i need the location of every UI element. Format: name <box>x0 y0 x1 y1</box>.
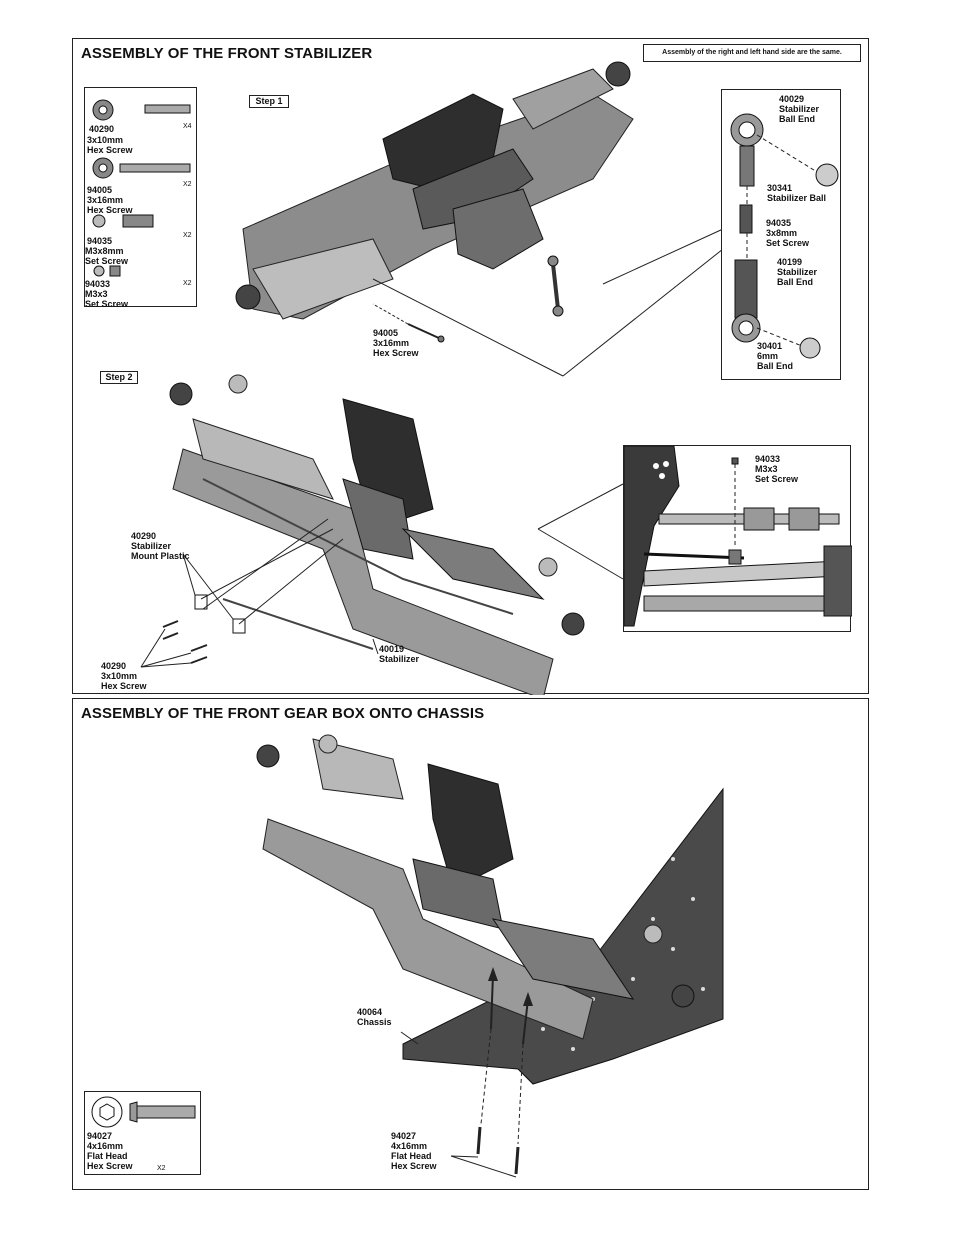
section-title: ASSEMBLY OF THE FRONT GEAR BOX ONTO CHAS… <box>81 705 485 722</box>
part-code: 94035 <box>87 236 113 246</box>
part-qty: X2 <box>183 280 192 287</box>
step2-gearbox-drawing <box>169 374 585 695</box>
part-code: 40290 <box>89 124 115 134</box>
callout-30401: 30401 6mm Ball End <box>757 341 794 371</box>
part-desc: M3x3 Set Screw <box>85 289 129 309</box>
front-stabilizer-illustration <box>140 61 724 695</box>
step1-gearbox-drawing <box>235 61 634 320</box>
part-code: 94005 <box>87 185 113 195</box>
assembly-note: Assembly of the right and left hand side… <box>643 44 861 62</box>
part-qty: X2 <box>183 181 192 188</box>
part-qty: X2 <box>183 232 192 239</box>
parts-box: 94027 4x16mm Flat Head Hex Screw X2 <box>84 1091 201 1175</box>
part-qty: X4 <box>183 123 192 130</box>
ball-end-detail-box: 40029 Stabilizer Ball End 30341 Stabiliz… <box>721 89 841 380</box>
step1-link-drawing <box>547 255 564 317</box>
callout-40029: 40029 Stabilizer Ball End <box>779 94 820 124</box>
gearbox-chassis-panel: ASSEMBLY OF THE FRONT GEAR BOX ONTO CHAS… <box>72 698 869 1190</box>
callout-94035: 94035 3x8mm Set Screw <box>766 218 810 248</box>
parts-box: 40290 3x10mm Hex Screw X4 94005 3x16mm H… <box>84 87 197 309</box>
parts-icons <box>92 99 191 277</box>
ball-end-detail-drawing <box>730 113 839 359</box>
part-desc: M3x8mm Set Screw <box>85 246 129 266</box>
front-stabilizer-panel: ASSEMBLY OF THE FRONT STABILIZER Assembl… <box>72 38 869 695</box>
step2-label: Step 2 <box>100 371 138 384</box>
part-desc: 3x10mm Hex Screw <box>87 135 133 155</box>
callout-40199: 40199 Stabilizer Ball End <box>777 257 818 287</box>
callout-94005: 94005 3x16mm Hex Screw <box>373 328 419 358</box>
callout-40290-screw: 40290 3x10mm Hex Screw <box>101 661 147 691</box>
part-code: 94033 <box>85 279 111 289</box>
callout-40290-mount: 40290 Stabilizer Mount Plastic <box>131 531 190 561</box>
part-desc: 3x16mm Hex Screw <box>87 195 133 215</box>
callout-30341: 30341 Stabilizer Ball <box>767 183 827 203</box>
part-desc: 4x16mm Flat Head Hex Screw <box>87 1141 133 1171</box>
part-code: 94027 <box>87 1131 113 1141</box>
callout-40019: 40019 Stabilizer <box>379 644 420 664</box>
part-qty: X2 <box>157 1165 166 1172</box>
set-screw-detail-box: 94033 M3x3 Set Screw <box>623 445 852 632</box>
callout-40064: 40064 Chassis <box>357 1007 392 1027</box>
gearbox-chassis-illustration <box>256 734 724 1178</box>
section-title: ASSEMBLY OF THE FRONT STABILIZER <box>81 45 373 62</box>
set-screw-detail-drawing <box>624 446 852 627</box>
callout-94027: 94027 4x16mm Flat Head Hex Screw <box>391 1131 437 1171</box>
callout-94033: 94033 M3x3 Set Screw <box>755 454 799 484</box>
step1-screw-drawing <box>372 303 445 343</box>
parts-icons <box>91 1096 196 1128</box>
step1-label: Step 1 <box>249 95 289 108</box>
